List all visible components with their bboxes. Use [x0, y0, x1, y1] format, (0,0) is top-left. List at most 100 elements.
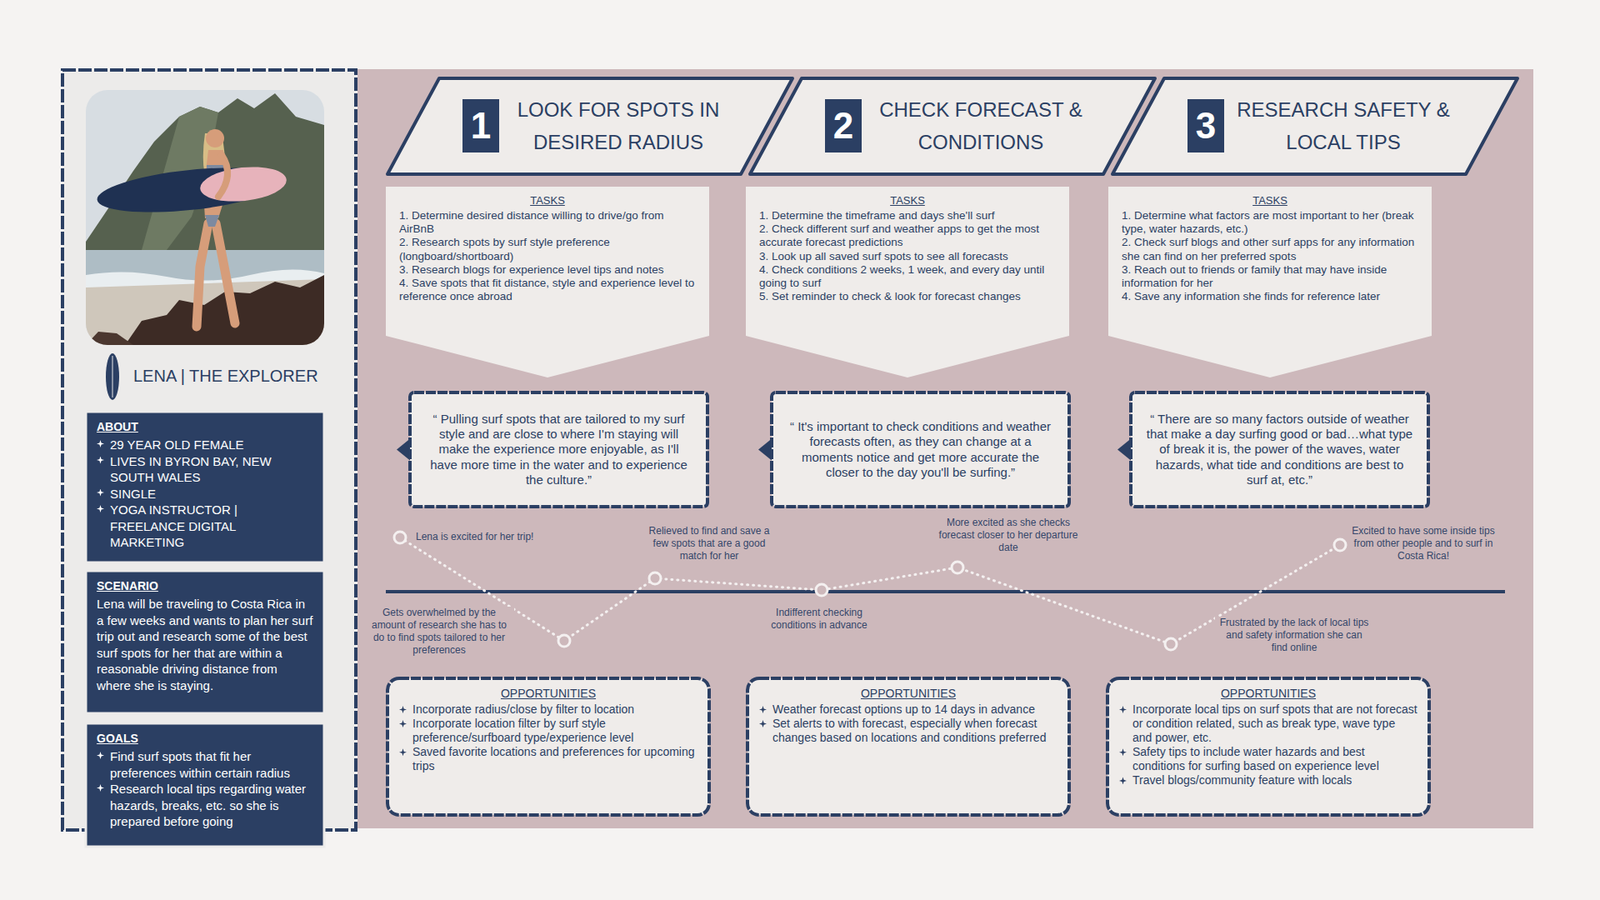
opportunity-outline	[387, 678, 710, 815]
stage-title: LOOK FOR SPOTS IN DESIRED RADIUS	[507, 94, 730, 159]
surfboard-icon	[105, 353, 120, 400]
opportunity-item: Incorporate radius/close by filter to lo…	[412, 702, 635, 717]
stage-number: 1	[470, 105, 491, 147]
opportunity-item: Weather forecast options up to 14 days i…	[772, 702, 1035, 717]
about-box: ABOUT29 YEAR OLD FEMALELIVES IN BYRON BA…	[85, 411, 325, 563]
journey-band	[357, 69, 1534, 829]
opportunity-outline	[747, 678, 1070, 815]
list-row: 3. Reach out to friends or family that m…	[1121, 263, 1419, 290]
persona-detail: Lena will be traveling to Costa Rica in …	[96, 595, 314, 694]
box-content: TASKS 1. Determine the timeframe and days…	[745, 186, 1070, 307]
shape-outline	[385, 76, 795, 176]
stage-number-badge: 3	[1187, 99, 1225, 153]
box-content: OPPORTUNITIESIncorporate radius/close by…	[385, 676, 711, 784]
emotion-point	[649, 572, 661, 585]
persona-quote: “ Pulling surf spots that are tailored t…	[430, 411, 688, 487]
stage-number-badge: 1	[462, 99, 500, 153]
bullet-star	[399, 720, 407, 728]
list-row: Incorporate radius/close by filter to lo…	[399, 702, 698, 717]
emotion-point	[394, 531, 406, 544]
emotion-label: Excited to have some inside tips from ot…	[1350, 525, 1497, 563]
bullet-star	[96, 456, 105, 465]
task-item: 1. Determine the timeframe and days she'…	[759, 209, 995, 222]
bullet-star	[96, 440, 105, 448]
persona-panel: LENA | THE EXPLORERABOUT29 YEAR OLD FEMA…	[60, 68, 358, 832]
pentagon-fill	[745, 186, 1070, 378]
box-content: OPPORTUNITIES Weather forecast options up…	[745, 676, 1071, 755]
persona-panel-outline	[62, 70, 356, 830]
surfer-head	[205, 129, 225, 148]
emotion-point	[558, 635, 570, 647]
persona-quote: “ There are so many factors outside of w…	[1146, 411, 1413, 487]
pentagon-fill	[385, 186, 710, 378]
emotion-label: Relieved to find and save a few spots th…	[638, 525, 780, 563]
emotion-label: Lena is excited for her trip!	[414, 530, 581, 544]
navy-box-fill	[85, 570, 325, 714]
stage-title-area: RESEARCH SAFETY & LOCAL TIPS	[1232, 76, 1455, 176]
bullet-star	[96, 784, 105, 792]
emotion-curve-group	[394, 531, 1346, 650]
persona-detail: SINGLE	[110, 485, 156, 503]
scenario-box: SCENARIOLena will be traveling to Costa …	[85, 570, 325, 714]
surfer-leg	[196, 223, 209, 327]
box-content: ABOUT29 YEAR OLD FEMALELIVES IN BYRON BA…	[85, 411, 325, 561]
section-heading: OPPORTUNITIES	[1119, 686, 1418, 700]
parallelogram-outline	[387, 78, 793, 175]
list-row: Weather forecast options up to 14 days i…	[759, 702, 1058, 717]
box-content: TASKS 1. Determine what factors are most …	[1108, 186, 1432, 307]
tasks-box: TASKS 1. Determine what factors are most …	[1108, 186, 1432, 378]
section-heading: TASKS	[1121, 194, 1419, 207]
goals-box: GOALSFind surf spots that fit her prefer…	[85, 723, 325, 847]
box-content: GOALSFind surf spots that fit her prefer…	[85, 723, 325, 840]
box-content: “ Pulling surf spots that are tailored t…	[408, 401, 710, 498]
list-row: Lena will be traveling to Costa Rica in …	[96, 595, 314, 694]
bullet-star	[1119, 776, 1127, 785]
navy-box-fill	[85, 411, 325, 563]
persona-photo	[85, 90, 325, 345]
stage-number: 2	[833, 105, 854, 147]
stage-number: 3	[1195, 105, 1216, 147]
navy-box-fill	[85, 723, 325, 847]
opportunity-item: Travel blogs/community feature with loca…	[1132, 773, 1352, 788]
bullet-star	[1119, 748, 1127, 756]
opportunities-box: OPPORTUNITIESIncorporate radius/close by…	[385, 676, 711, 817]
task-item: 1. Determine what factors are most impor…	[1121, 209, 1414, 235]
list-row: YOGA INSTRUCTOR | FREELANCE DIGITAL MARK…	[96, 501, 314, 551]
list-row: 1. Determine what factors are most impor…	[1121, 209, 1419, 236]
speech-pointer	[1117, 439, 1131, 461]
quote-outline	[771, 392, 1070, 507]
quote-outline	[410, 392, 708, 507]
quote-outline	[1130, 392, 1429, 507]
surfer-arm	[218, 155, 228, 197]
tasks-box: TASKS1. Determine desired distance willi…	[385, 186, 710, 378]
section-heading: ABOUT	[96, 420, 314, 434]
stage-title: CHECK FORECAST & CONDITIONS	[870, 94, 1092, 159]
photo-surfboard-tail	[198, 163, 289, 206]
list-row: 2. Check surf blogs and other surf apps …	[1121, 235, 1419, 263]
list-row: 3. Research blogs for experience level t…	[399, 263, 696, 277]
bullet-star	[1119, 705, 1127, 714]
list-row: 4. Check conditions 2 weeks, 1 week, and…	[759, 263, 1056, 290]
task-item: 1. Determine desired distance willing to…	[399, 209, 664, 235]
surfboard-stringer	[112, 355, 114, 398]
emotion-label: Gets overwhelmed by the amount of resear…	[364, 606, 515, 657]
box-content: SCENARIOLena will be traveling to Costa …	[85, 570, 325, 704]
box-content: “ It's important to check conditions and…	[770, 409, 1071, 490]
stage-title: RESEARCH SAFETY & LOCAL TIPS	[1232, 94, 1455, 159]
list-row: Set alerts to with forecast, especially …	[759, 716, 1058, 745]
photo-rock	[85, 331, 134, 345]
box-content: OPPORTUNITIESIncorporate local tips on s…	[1105, 676, 1431, 798]
task-item: 2. Research spots by surf style preferen…	[399, 235, 610, 262]
bullet-star	[96, 505, 105, 513]
section-heading: TASKS	[759, 194, 1056, 207]
list-row: Travel blogs/community feature with loca…	[1119, 773, 1418, 788]
opportunities-box: OPPORTUNITIESIncorporate local tips on s…	[1105, 676, 1431, 817]
persona-detail: LIVES IN BYRON BAY, NEW SOUTH WALES	[110, 453, 314, 486]
opportunities-box: OPPORTUNITIES Weather forecast options up…	[745, 676, 1071, 817]
list-row: 2. Research spots by surf style preferen…	[399, 235, 696, 263]
persona-quote: “ It's important to check conditions and…	[790, 419, 1051, 480]
section-heading: OPPORTUNITIES	[759, 686, 1058, 700]
task-item: 4. Check conditions 2 weeks, 1 week, and…	[759, 263, 1045, 290]
